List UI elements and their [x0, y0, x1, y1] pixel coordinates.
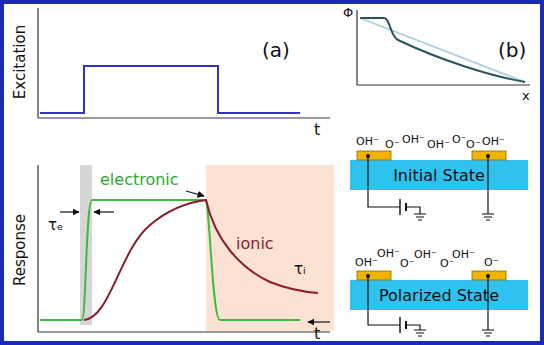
ion-label: OH⁻: [414, 249, 437, 260]
state-panel: Polarized State: [350, 280, 528, 310]
ion-label: O⁻: [385, 139, 399, 150]
time-constant: τₑ: [48, 218, 63, 233]
state-name: Polarized State: [379, 286, 499, 305]
axis-label: Φ: [343, 6, 353, 19]
ion-label: OH⁻: [355, 257, 378, 268]
ion-label: O⁻: [452, 134, 466, 145]
initial-device: [350, 151, 528, 220]
response-plot: [38, 165, 334, 332]
excitation-plot: [38, 8, 330, 118]
ion-label: OH⁻: [356, 136, 379, 147]
ion-label: OH⁻: [427, 139, 450, 150]
axis-label: x: [522, 89, 530, 102]
potential-plot: [357, 10, 530, 85]
axis-label: t: [314, 326, 320, 342]
ion-label: OH⁻: [452, 249, 475, 260]
curve-label: ionic: [236, 236, 274, 252]
state-name: Initial State: [393, 166, 485, 185]
polarized-device: [350, 271, 528, 336]
ion-label: O⁻: [400, 258, 414, 269]
panel-letter: (b): [498, 40, 526, 60]
ion-label: OH⁻: [482, 136, 505, 147]
time-constant: τᵢ: [294, 262, 306, 277]
axis-label: t: [314, 122, 320, 138]
state-panel: Initial State: [350, 160, 528, 190]
curve-label: electronic: [100, 172, 179, 188]
ion-label: OH⁻: [402, 134, 425, 145]
ion-label: O⁻: [466, 139, 480, 150]
ion-label: O⁻: [484, 257, 498, 268]
panel-letter: (a): [262, 40, 290, 60]
axis-title: Excitation: [13, 25, 28, 99]
ion-label: OH⁻: [377, 248, 400, 259]
axis-title: Response: [13, 214, 28, 286]
